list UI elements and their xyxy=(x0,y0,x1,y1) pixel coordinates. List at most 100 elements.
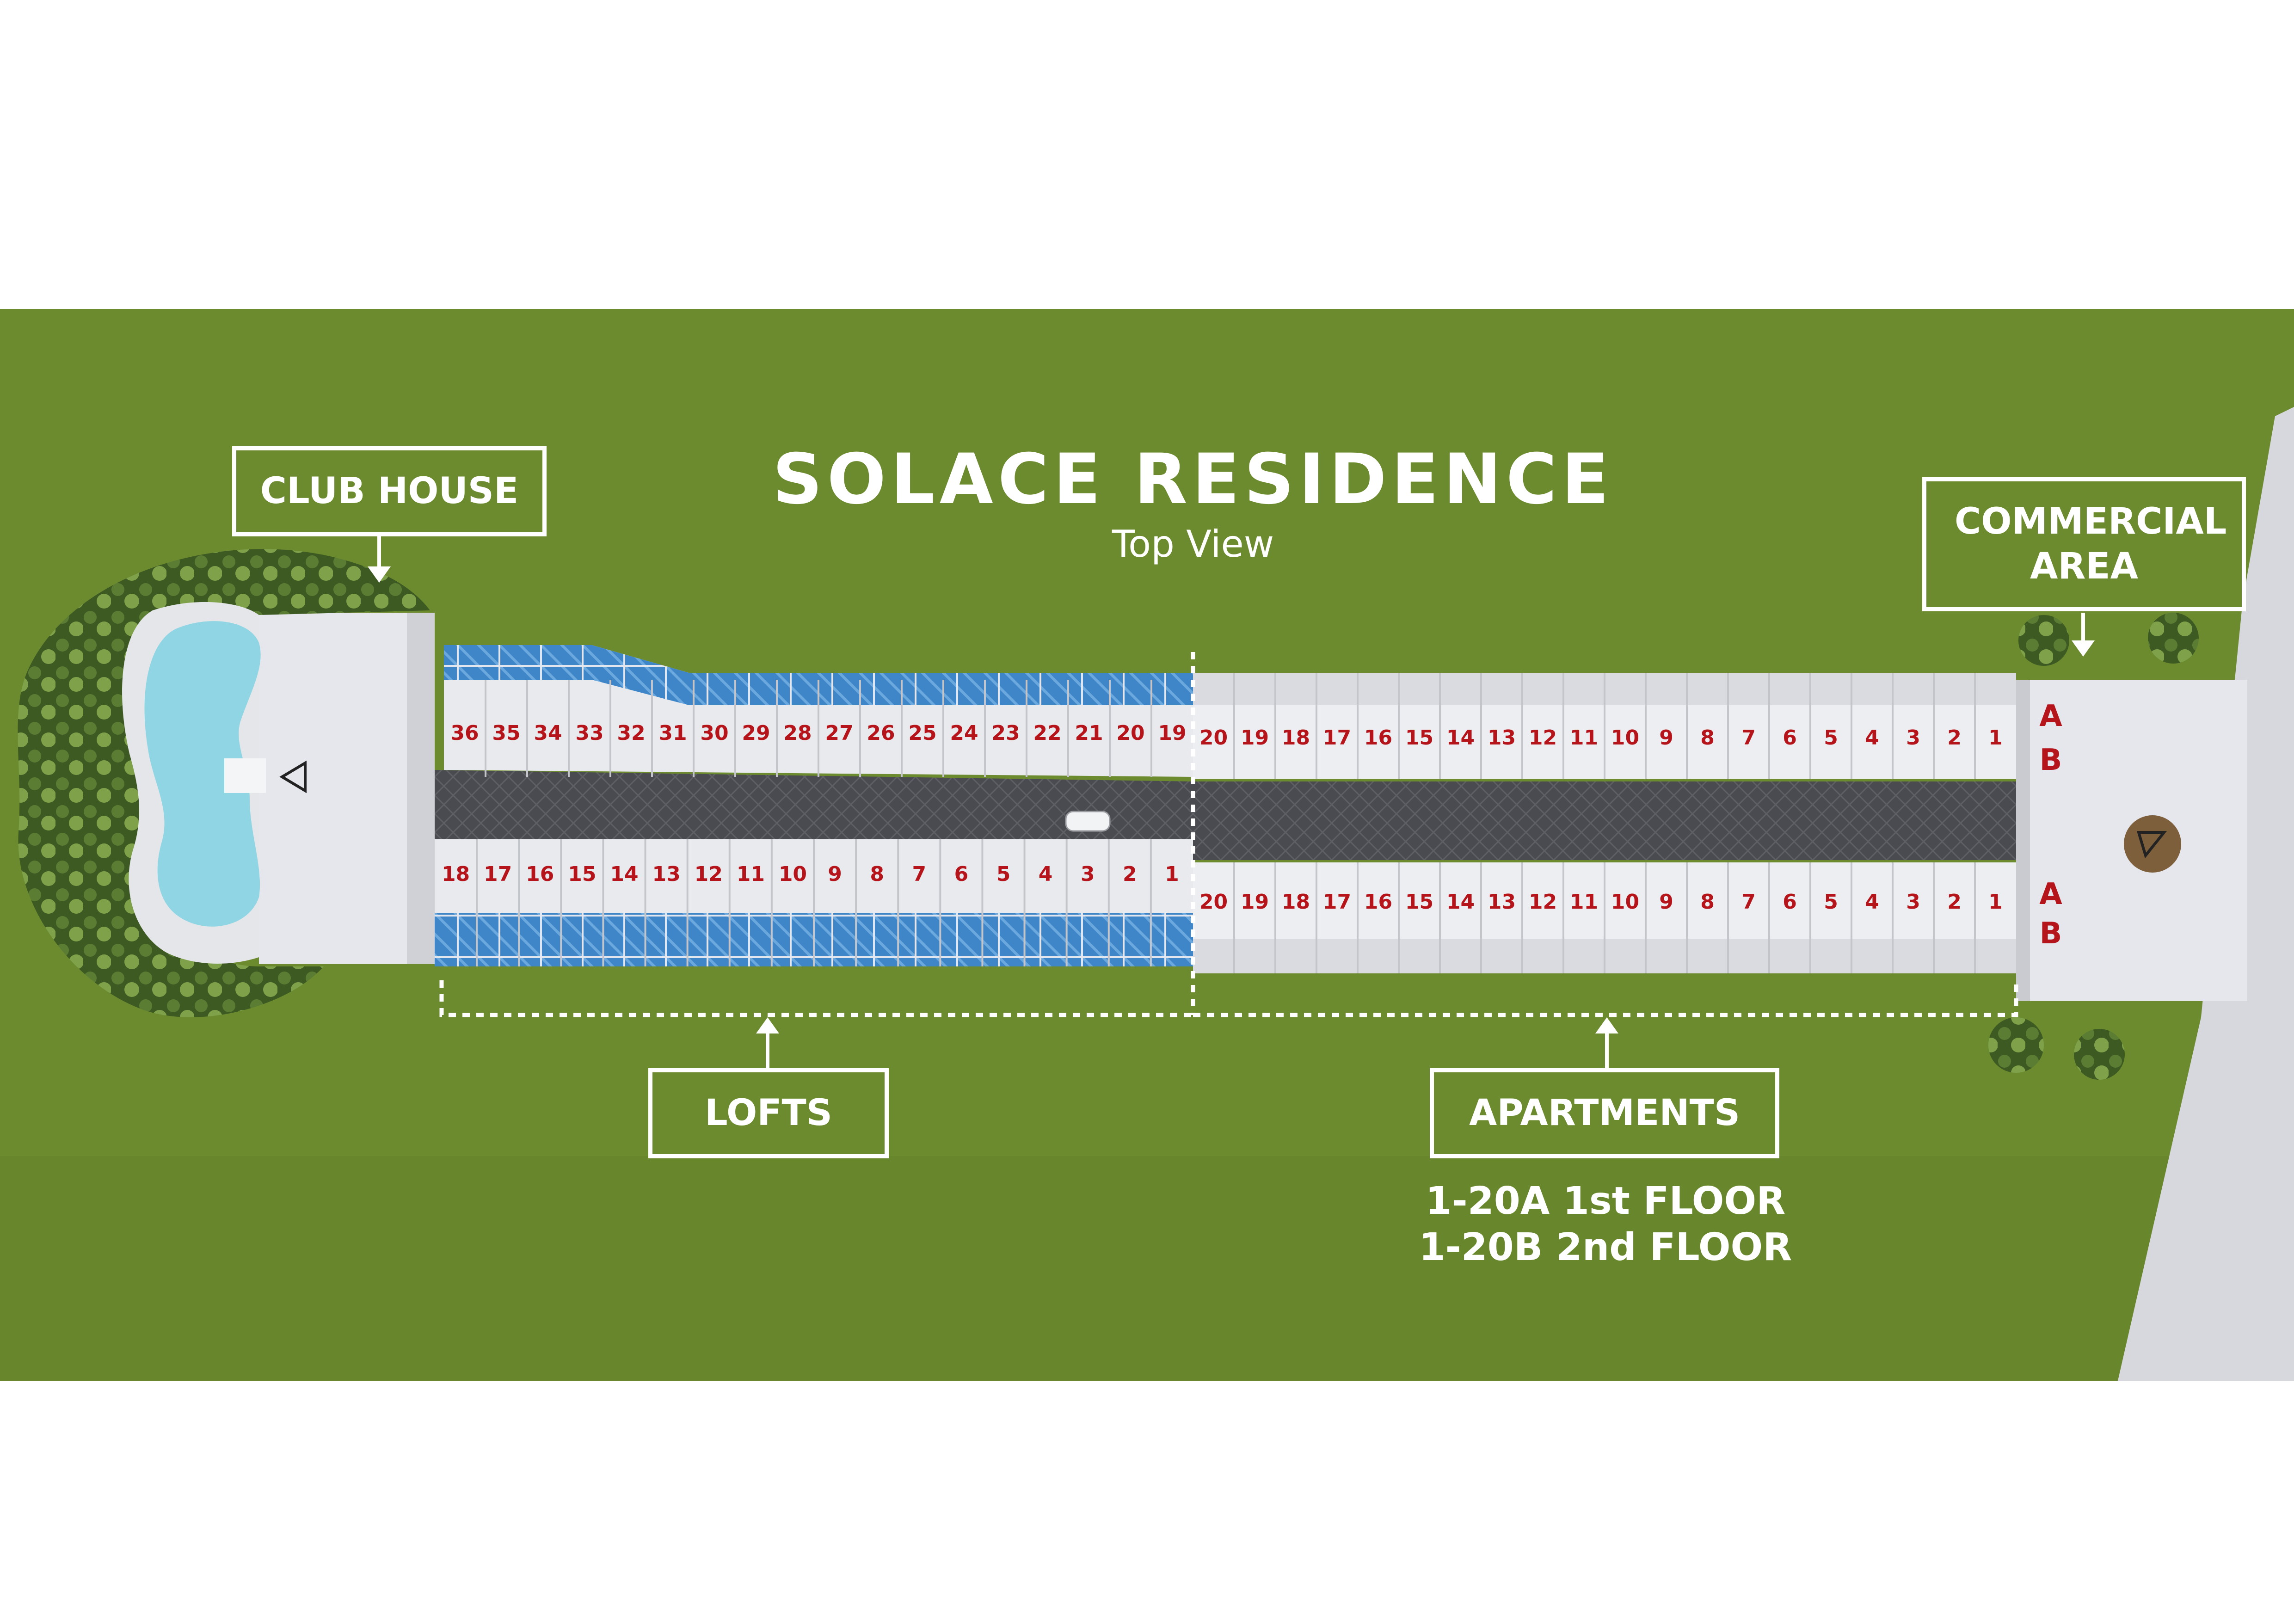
apartment-top-unit-16: 16 xyxy=(1364,726,1392,750)
commercial-area-label-text: COMMERCIAL AREA xyxy=(1955,500,2227,588)
loft-top-unit-20: 20 xyxy=(1116,721,1144,745)
loft-top-unit-32: 32 xyxy=(617,721,645,745)
page-subtitle: Top View xyxy=(1112,523,1274,566)
loft-bottom-unit-4: 4 xyxy=(1039,862,1053,886)
apartment-bottom-unit-2: 2 xyxy=(1947,890,1962,914)
loft-top-unit-22: 22 xyxy=(1033,721,1061,745)
club-house-building xyxy=(259,613,425,964)
loft-bottom-unit-13: 13 xyxy=(652,862,680,886)
loft-bottom-unit-18: 18 xyxy=(442,862,470,886)
loft-bottom-unit-8: 8 xyxy=(870,862,884,886)
loft-top-unit-23: 23 xyxy=(991,721,1020,745)
loft-bottom-unit-1: 1 xyxy=(1165,862,1179,886)
loft-bottom-unit-12: 12 xyxy=(695,862,723,886)
apartment-top-unit-1: 1 xyxy=(1988,726,2003,750)
apartment-bottom-unit-10: 10 xyxy=(1611,890,1639,914)
apartment-top-unit-19: 19 xyxy=(1241,726,1269,750)
loft-bottom-unit-5: 5 xyxy=(996,862,1011,886)
apartment-bottom-unit-14: 14 xyxy=(1446,890,1475,914)
loft-top-unit-36: 36 xyxy=(450,721,479,745)
apartment-top-unit-8: 8 xyxy=(1700,726,1715,750)
apartment-bottom-unit-11: 11 xyxy=(1570,890,1598,914)
loft-top-unit-25: 25 xyxy=(908,721,936,745)
loft-top-unit-24: 24 xyxy=(950,721,978,745)
floor-note-first: 1-20A 1st FLOOR xyxy=(1425,1179,1786,1223)
club-house-building-edge xyxy=(407,613,435,964)
apartments-bracket xyxy=(1193,980,2018,1017)
commercial-skylight xyxy=(2124,815,2181,873)
apartments-arrowhead xyxy=(1595,1017,1618,1033)
apartment-top-unit-9: 9 xyxy=(1659,726,1673,750)
apartment-top-unit-7: 7 xyxy=(1741,726,1756,750)
apartments-label: APARTMENTS xyxy=(1430,1068,1779,1158)
apartment-top-unit-12: 12 xyxy=(1529,726,1557,750)
commercial-floor-A: A xyxy=(2039,699,2062,733)
unit-dividers xyxy=(476,673,1976,973)
commercial-landmark-icon xyxy=(2136,831,2167,859)
loft-top-unit-21: 21 xyxy=(1075,721,1103,745)
tree xyxy=(2148,613,2199,664)
apartment-top-unit-4: 4 xyxy=(1865,726,1879,750)
apartment-bottom-unit-7: 7 xyxy=(1741,890,1756,914)
loft-bottom-unit-6: 6 xyxy=(954,862,969,886)
apartment-top-unit-20: 20 xyxy=(1199,726,1228,750)
apartment-top-unit-17: 17 xyxy=(1323,726,1351,750)
loft-top-unit-30: 30 xyxy=(700,721,728,745)
apartment-bottom-unit-8: 8 xyxy=(1700,890,1715,914)
apartment-top-unit-15: 15 xyxy=(1405,726,1433,750)
club-house-arrowhead xyxy=(368,566,391,583)
apartment-bottom-unit-1: 1 xyxy=(1988,890,2003,914)
apartment-bottom-unit-5: 5 xyxy=(1824,890,1838,914)
loft-top-unit-31: 31 xyxy=(658,721,687,745)
apartment-bottom-unit-17: 17 xyxy=(1323,890,1351,914)
page-title: SOLACE RESIDENCE xyxy=(772,439,1614,520)
apartment-bottom-unit-12: 12 xyxy=(1529,890,1557,914)
lofts-label: LOFTS xyxy=(648,1068,889,1158)
swimming-pool xyxy=(144,621,261,927)
loft-bottom-unit-16: 16 xyxy=(526,862,554,886)
apartment-bottom-unit-16: 16 xyxy=(1364,890,1392,914)
apartment-top-unit-3: 3 xyxy=(1906,726,1920,750)
loft-top-unit-33: 33 xyxy=(575,721,603,745)
apartment-bottom-unit-6: 6 xyxy=(1783,890,1797,914)
apartment-top-unit-5: 5 xyxy=(1824,726,1838,750)
apartment-top-unit-6: 6 xyxy=(1783,726,1797,750)
apartment-bottom-unit-4: 4 xyxy=(1865,890,1879,914)
development-footprint xyxy=(18,549,2247,1080)
loft-bottom-unit-2: 2 xyxy=(1123,862,1137,886)
callout-arrows xyxy=(368,536,2095,1068)
loft-top-unit-26: 26 xyxy=(867,721,895,745)
apartment-bottom-unit-15: 15 xyxy=(1405,890,1433,914)
commercial-floor-B: B xyxy=(2040,917,2062,951)
apartment-bottom-unit-9: 9 xyxy=(1659,890,1673,914)
apartment-bottom-unit-20: 20 xyxy=(1199,890,1228,914)
apartment-top-unit-2: 2 xyxy=(1947,726,1962,750)
tree xyxy=(1988,1017,2044,1073)
loft-top-unit-29: 29 xyxy=(742,721,770,745)
loft-bottom-unit-11: 11 xyxy=(737,862,765,886)
apartment-bottom-unit-3: 3 xyxy=(1906,890,1920,914)
lofts-label-text: LOFTS xyxy=(705,1092,832,1134)
lofts-arrowhead xyxy=(756,1017,779,1033)
commercial-floor-B: B xyxy=(2040,743,2062,777)
commercial-floor-A: A xyxy=(2039,877,2062,911)
loft-top-unit-35: 35 xyxy=(492,721,520,745)
loft-bottom-unit-9: 9 xyxy=(828,862,842,886)
tree xyxy=(2018,615,2069,666)
club-house-label-text: CLUB HOUSE xyxy=(260,470,519,512)
street xyxy=(2118,407,2294,1381)
internal-road xyxy=(430,770,2016,860)
loft-bottom-unit-7: 7 xyxy=(912,862,926,886)
loft-bottom-unit-3: 3 xyxy=(1081,862,1095,886)
floor-note-second: 1-20B 2nd FLOOR xyxy=(1419,1225,1792,1269)
commercial-arrowhead xyxy=(2072,640,2095,657)
commercial-building-edge xyxy=(2016,680,2030,1001)
apartment-top-unit-11: 11 xyxy=(1570,726,1598,750)
club-house-trees xyxy=(18,549,430,1017)
apartment-top-unit-10: 10 xyxy=(1611,726,1639,750)
club-house-label: CLUB HOUSE xyxy=(232,446,547,536)
apartments-label-text: APARTMENTS xyxy=(1469,1092,1740,1134)
